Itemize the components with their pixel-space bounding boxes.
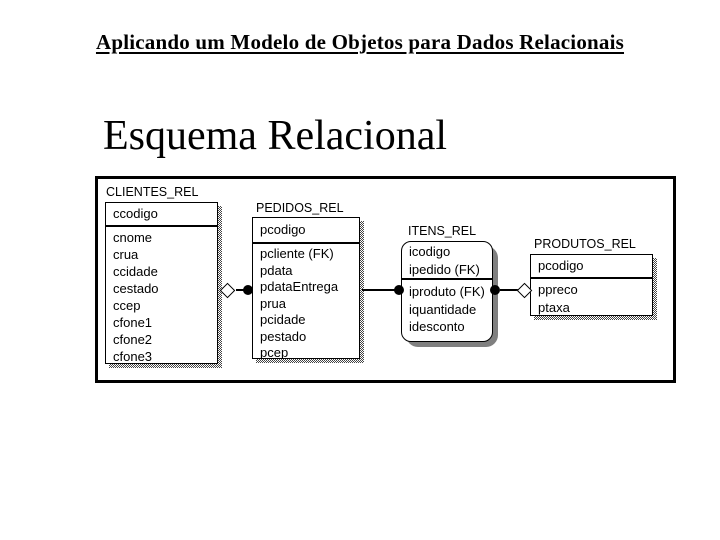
key-section: icodigo ipedido (FK) [402,242,492,280]
table-clientes-rel: ccodigo cnome crua ccidade cestado ccep … [105,202,218,364]
key-section: ccodigo [106,203,217,227]
field: pdata [260,262,293,278]
field: cfone3 [113,349,153,364]
field: pdataEntrega [260,279,339,294]
field: ccidade [113,264,158,279]
field: pcliente (FK) [260,246,334,261]
key-section: pcodigo [531,255,652,279]
filled-circle-icon [394,285,404,295]
table-pedidos-rel: pcodigo pcliente (FK) pdata pdataEntrega… [252,217,360,359]
table-itens-rel: icodigo ipedido (FK) iproduto (FK) iquan… [401,241,493,342]
field: pcidade [260,312,306,327]
key-field: icodigo [409,244,451,259]
field: ppreco [538,282,578,297]
key-field: ccodigo [113,206,158,221]
table-produtos-rel: pcodigo ppreco ptaxa [530,254,653,316]
field: pcep [260,345,289,359]
key-field: ipedido (FK) [409,261,480,277]
field: idesconto [409,319,465,334]
field: cestado [113,281,159,296]
field-section: cnome crua ccidade cestado ccep cfone1 c… [106,227,217,364]
slide-title: Aplicando um Modelo de Objetos para Dado… [95,30,625,54]
table-label-produtos: PRODUTOS_REL [534,237,636,251]
field: ptaxa [538,300,570,315]
table-label-itens: ITENS_REL [408,224,477,238]
field: prua [260,295,287,311]
key-field: pcodigo [260,222,306,237]
table-label-pedidos: PEDIDOS_REL [256,201,344,215]
connector-line [362,289,400,291]
filled-circle-icon [490,285,500,295]
filled-circle-icon [243,285,253,295]
field: crua [113,247,139,262]
connector-line [500,289,520,291]
slide-subtitle: Esquema Relacional [103,113,448,159]
field: cnome [113,230,153,245]
field-section: ppreco ptaxa [531,279,652,315]
field: iquantidade [409,301,477,317]
field-section: iproduto (FK) iquantidade idesconto [402,280,492,336]
field: ccep [113,298,141,313]
key-field: pcodigo [538,258,584,273]
key-section: pcodigo [253,218,359,244]
field: cfone1 [113,315,153,330]
table-label-clientes: CLIENTES_REL [106,185,199,199]
field-section: pcliente (FK) pdata pdataEntrega prua pc… [253,244,359,359]
field: pestado [260,328,307,344]
field: iproduto (FK) [409,284,485,299]
field: cfone2 [113,332,153,347]
